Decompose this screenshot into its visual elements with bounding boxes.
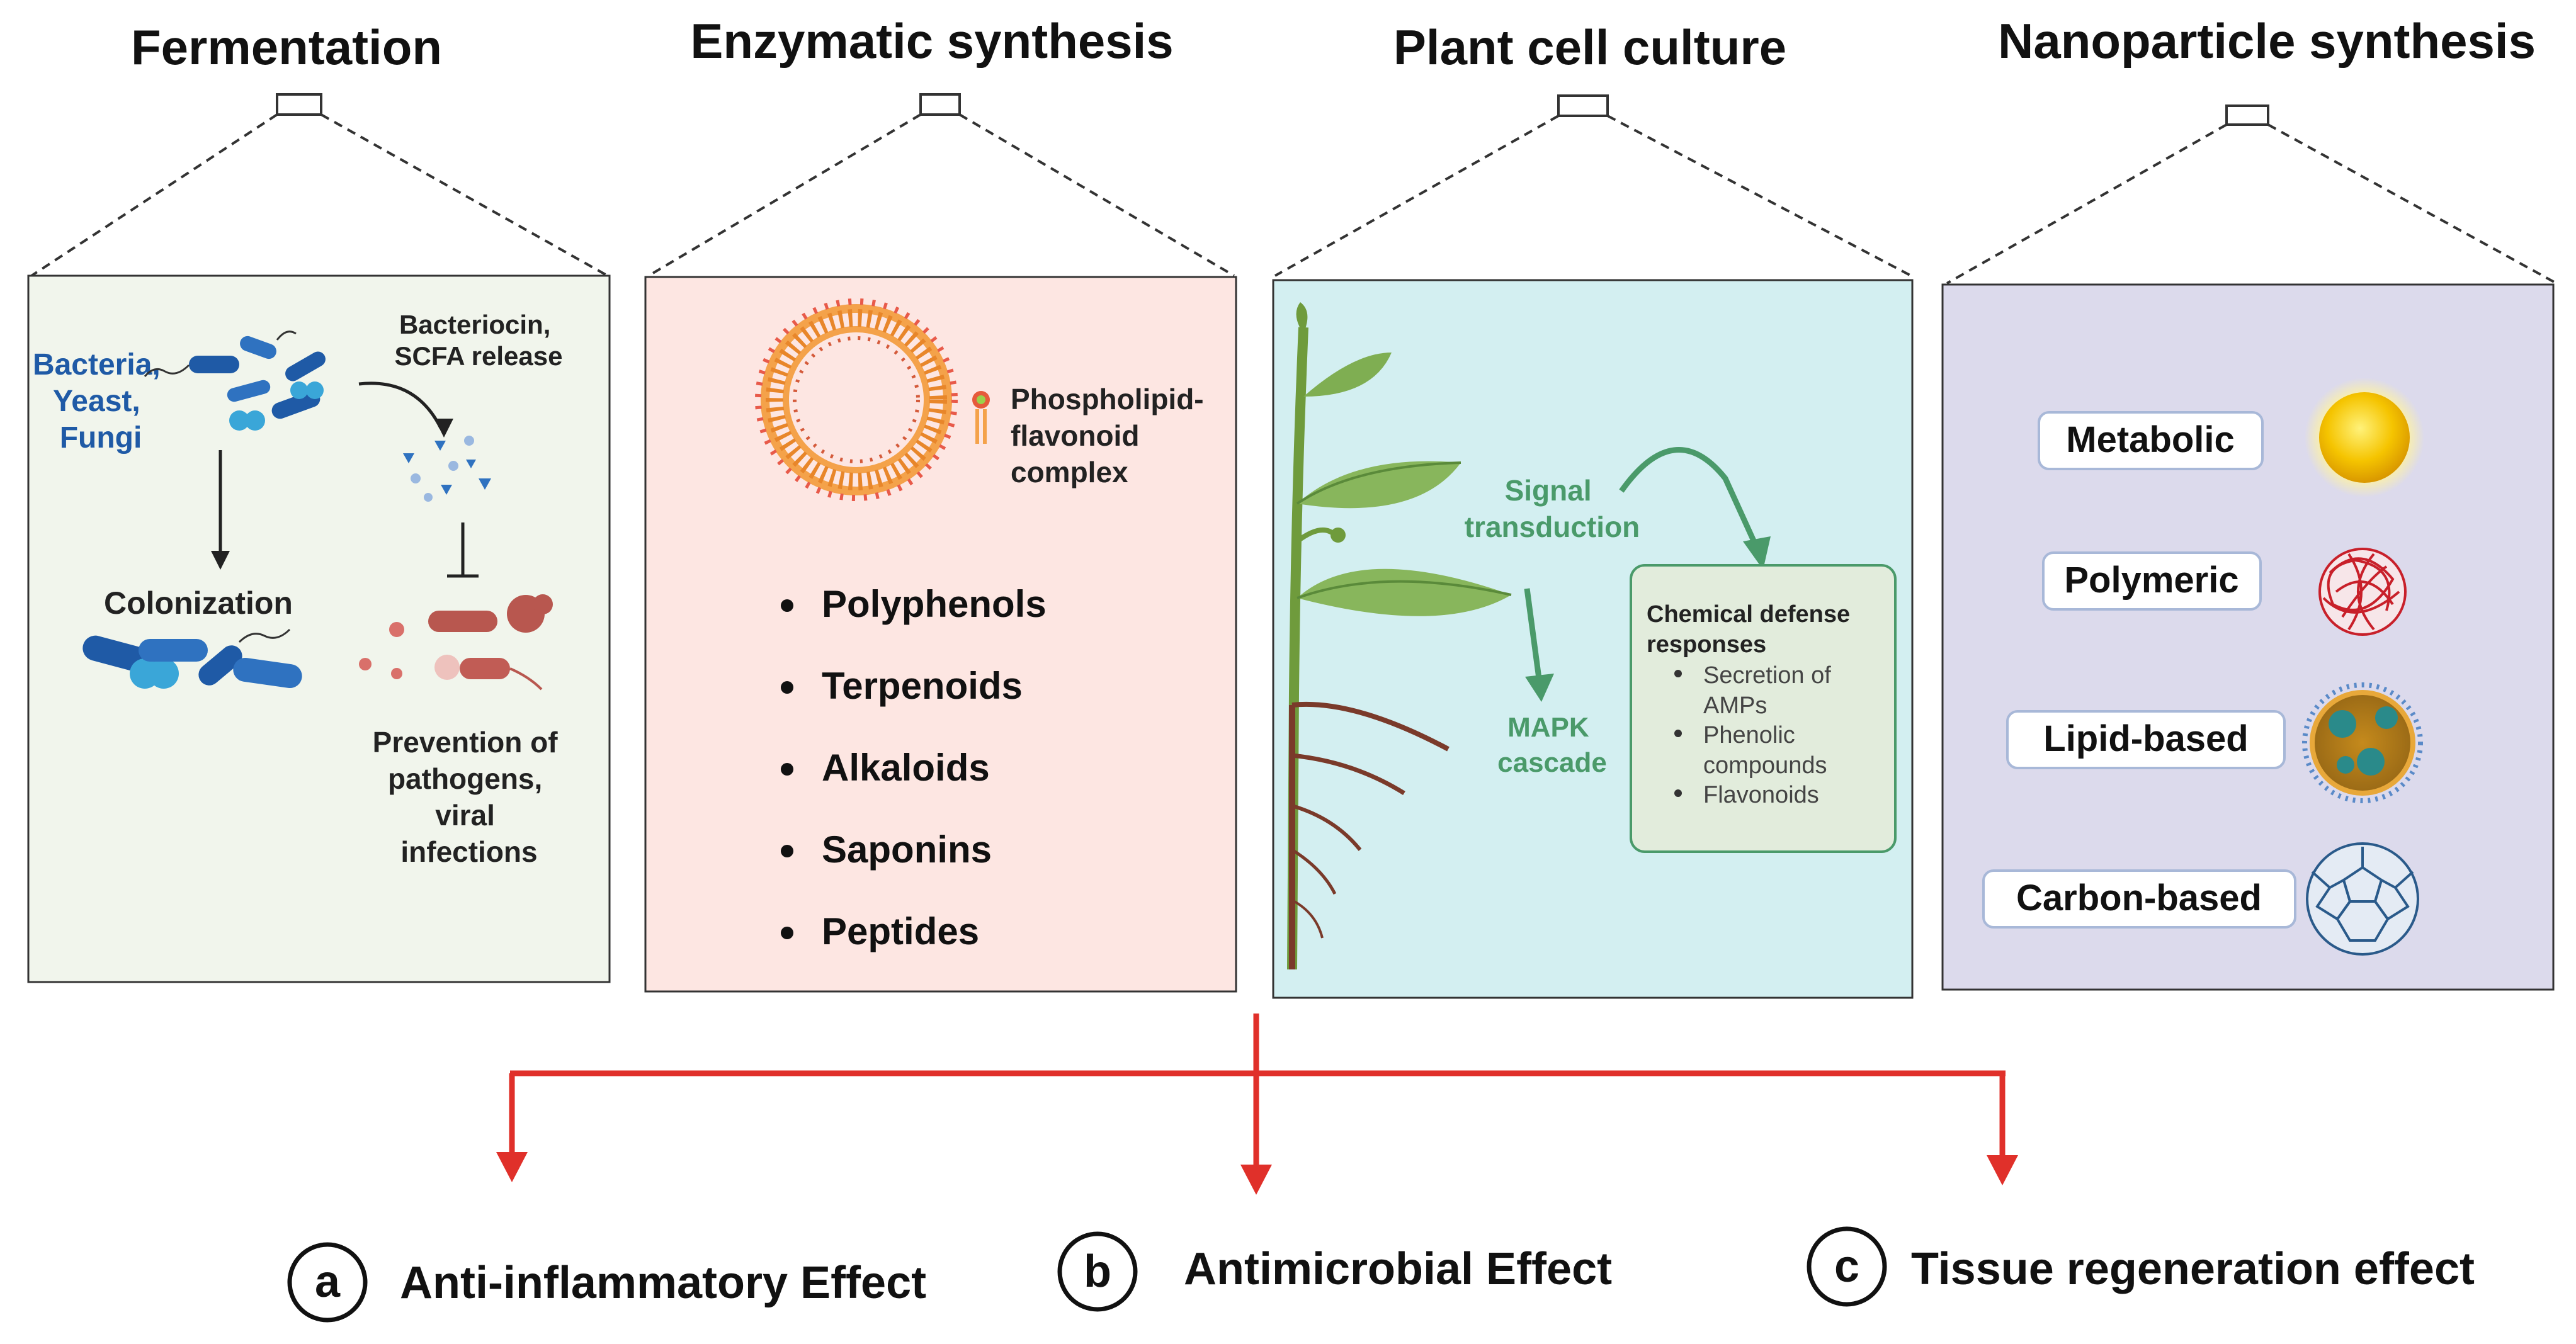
plant-icon — [1287, 302, 1512, 970]
nanoparticle-type-label: Polymeric — [2064, 560, 2238, 601]
effect-label: Anti-inflammatory Effect — [400, 1258, 926, 1308]
defense-item: Phenolic compounds — [1703, 722, 1827, 779]
colonization-label: Colonization — [104, 585, 293, 621]
effect-letter: c — [1834, 1241, 1859, 1292]
nanoparticle-type-label: Carbon-based — [2016, 878, 2262, 918]
bacteria-cluster-icon — [144, 330, 326, 431]
signal-arrow — [1619, 447, 1760, 549]
inhibition-symbol — [447, 522, 479, 578]
arrow-head-c — [1987, 1155, 2018, 1185]
nanoparticle-type-label: Lipid-based — [2043, 718, 2248, 759]
phospholipid-molecule-icon — [972, 391, 990, 444]
arrow-head-a — [496, 1152, 528, 1182]
nanoparticle-gold-icon — [2305, 378, 2424, 497]
effect-label: Antimicrobial Effect — [1184, 1244, 1612, 1294]
enzymatic-panel: Phospholipid- flavonoid complex Polyphen… — [644, 276, 1237, 993]
fermentation-panel: Bacteria, Yeast, Fungi Bacteriocin, SCFA… — [27, 274, 611, 983]
nanoparticle-lipid-icon — [2302, 682, 2423, 803]
zoom-connectors — [30, 93, 2557, 285]
effect-letter: b — [1084, 1246, 1111, 1297]
defense-item: Flavonoids — [1703, 782, 1819, 808]
plant-panel: Signal transduction MAPK cascade Chemica… — [1272, 279, 1914, 999]
compound-list: Polyphenols Terpenoids Alkaloids Saponin… — [781, 583, 1047, 952]
mapk-label: MAPK cascade — [1497, 712, 1607, 778]
arrow-head-b — [1240, 1165, 1272, 1195]
liposome-icon — [755, 298, 958, 501]
effect-label: Tissue regeneration effect — [1911, 1244, 2475, 1294]
compound-list-item: Peptides — [822, 910, 979, 952]
effect-b: b Antimicrobial Effect — [1057, 1231, 1612, 1312]
release-arrow — [358, 381, 443, 429]
signal-transduction-label: Signal transduction — [1465, 474, 1640, 543]
defense-title: Chemical defense responses — [1647, 601, 1857, 658]
mapk-arrow — [1524, 588, 1543, 684]
nanoparticle-type-label: Metabolic — [2066, 419, 2235, 460]
nanoparticle-panel: Metabolic Polymeric Lipid-based Carbon-b… — [1941, 283, 2555, 991]
compound-list-item: Terpenoids — [822, 665, 1023, 707]
panel-title-plant: Plant cell culture — [1393, 20, 1786, 75]
effect-letter: a — [315, 1256, 341, 1307]
panel-title-enzymatic: Enzymatic synthesis — [690, 13, 1173, 69]
complex-label: Phospholipid- flavonoid complex — [1011, 383, 1211, 488]
pathogen-icon — [359, 594, 553, 691]
nanoparticle-polymer-icon — [2318, 548, 2407, 636]
defense-item: Secretion of AMPs — [1703, 662, 1837, 719]
compound-list-item: Polyphenols — [822, 583, 1047, 625]
effect-a: a Anti-inflammatory Effect — [287, 1242, 926, 1323]
microbe-label: Bacteria, Yeast, Fungi — [33, 348, 169, 455]
compound-list-item: Saponins — [822, 828, 992, 871]
panel-title-fermentation: Fermentation — [131, 20, 442, 75]
nanoparticle-carbon-icon — [2306, 842, 2419, 956]
colonizing-bacteria-icon — [82, 628, 302, 689]
effect-c: c Tissue regeneration effect — [1807, 1226, 2475, 1307]
effects-connector — [509, 1014, 2006, 1168]
panel-title-nanoparticle: Nanoparticle synthesis — [1998, 13, 2536, 69]
scfa-particles-icon — [403, 436, 491, 502]
prevention-label: Prevention of pathogens, viral infection… — [373, 726, 566, 868]
defense-box: Chemical defense responses Secretion of … — [1630, 564, 1897, 853]
release-label: Bacteriocin, SCFA release — [395, 310, 563, 371]
compound-list-item: Alkaloids — [822, 747, 990, 789]
